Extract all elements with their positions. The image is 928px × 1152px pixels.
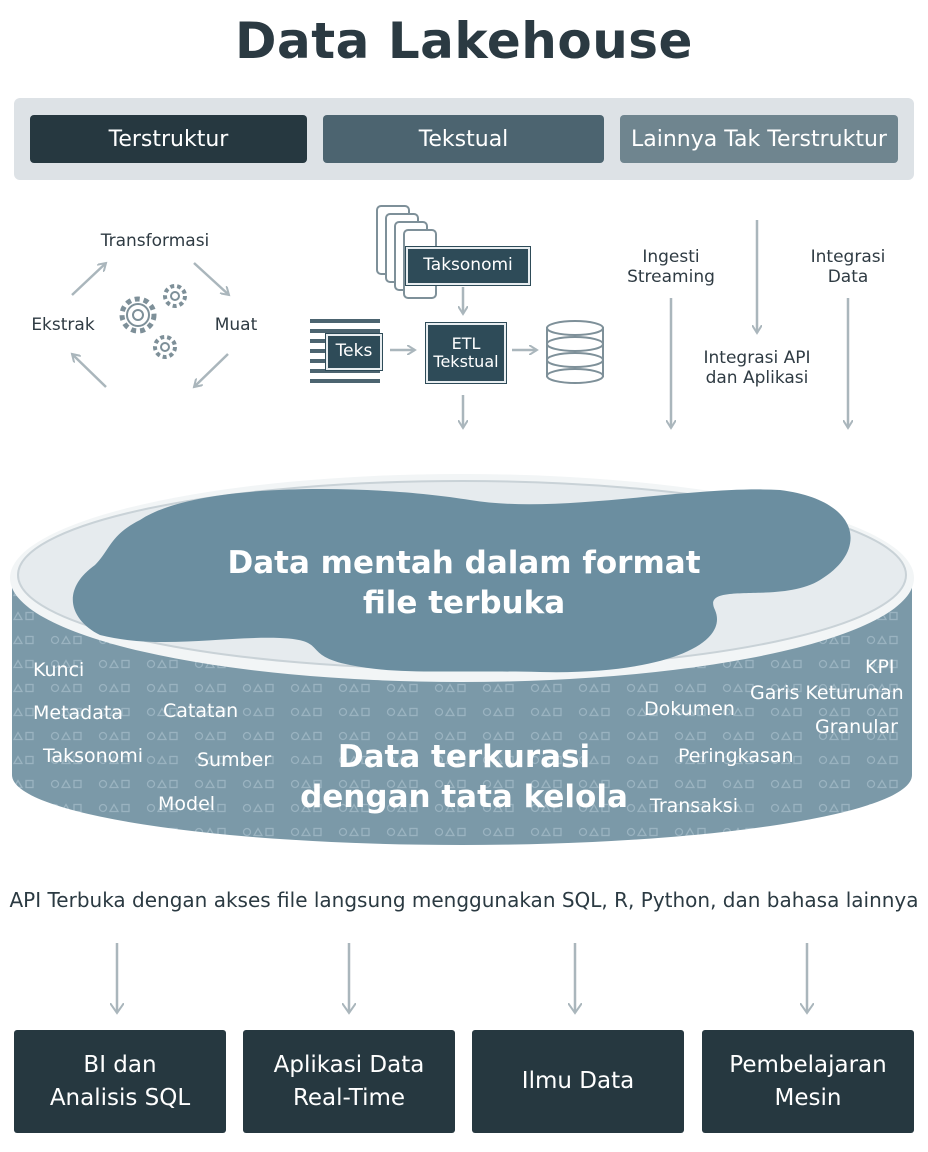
api-integration-label: Integrasi API dan Aplikasi — [686, 348, 828, 389]
curated-data-label: Data terkurasi dengan tata kelola — [264, 737, 664, 818]
open-api-text: API Terbuka dengan akses file langsung m… — [9, 888, 919, 912]
etl-extract-label: Ekstrak — [31, 315, 95, 335]
lake-cylinder — [10, 474, 914, 845]
etl-arrow-1 — [71, 263, 106, 296]
textual-etl-box: ETL Tekstual — [426, 323, 506, 383]
tag-lineage: Garis Keturunan — [750, 682, 904, 704]
output-realtime-apps-line2: Real-Time — [292, 1084, 406, 1111]
etl-arrow-4 — [72, 354, 107, 388]
tag-granular: Granular — [815, 716, 898, 738]
etl-transform-label: Transformasi — [100, 231, 210, 251]
output-machine-learning-line2: Mesin — [774, 1084, 842, 1111]
etl-load-label: Muat — [214, 315, 258, 335]
tag-documents: Dokumen — [644, 698, 735, 720]
tag-summarization: Peringkasan — [678, 745, 794, 767]
type-unstructured: Lainnya Tak Terstruktur — [620, 115, 898, 163]
etl-arrow-2 — [193, 262, 229, 295]
page-title: Data Lakehouse — [235, 12, 693, 70]
streaming-ingest-line2: Streaming — [627, 267, 715, 288]
database-icon — [546, 320, 604, 384]
data-integration-label: Integrasi Data — [790, 247, 906, 288]
etl-arrow-3 — [194, 353, 229, 387]
streaming-ingest-label: Ingesti Streaming — [600, 247, 742, 288]
data-integration-line2: Data — [827, 267, 869, 288]
textual-etl-line2: Tekstual — [433, 352, 499, 371]
text-lines-icon — [310, 319, 380, 383]
output-machine-learning-line1: Pembelajaran — [729, 1052, 887, 1079]
output-realtime-apps-line1: Aplikasi Data — [273, 1052, 425, 1079]
tag-metadata: Metadata — [33, 702, 123, 724]
raw-data-label: Data mentah dalam format file terbuka — [214, 543, 714, 624]
output-data-science-line1: Ilmu Data — [521, 1068, 635, 1095]
taxonomy-box: Taksonomi — [406, 247, 530, 285]
textual-etl-line1: ETL — [451, 333, 481, 353]
raw-data-line1: Data mentah dalam format — [227, 545, 701, 581]
tag-key: Kunci — [33, 659, 85, 681]
type-structured: Terstruktur — [30, 115, 307, 163]
curated-data-line1: Data terkurasi — [337, 739, 591, 775]
tag-transactions: Transaksi — [650, 795, 739, 817]
ingestion-graphics — [0, 205, 928, 440]
text-box: Teks — [326, 334, 382, 370]
tag-notes: Catatan — [163, 700, 239, 722]
output-data-science: Ilmu Data — [472, 1030, 684, 1133]
streaming-ingest-line1: Ingesti — [642, 247, 700, 267]
lake-water — [72, 488, 851, 673]
gears-icon — [119, 284, 187, 359]
api-integration-line2: dan Aplikasi — [705, 368, 809, 389]
output-bi-sql-line2: Analisis SQL — [49, 1084, 191, 1111]
type-textual: Tekstual — [323, 115, 604, 163]
curated-data-line2: dengan tata kelola — [300, 779, 628, 816]
tag-model: Model — [158, 793, 216, 815]
tag-source: Sumber — [197, 749, 272, 771]
tag-kpi: KPI — [865, 656, 895, 678]
data-integration-line1: Integrasi — [810, 247, 886, 267]
output-bi-sql-line1: BI dan — [83, 1052, 157, 1079]
tag-taxonomy: Taksonomi — [43, 745, 144, 767]
raw-data-line2: file terbuka — [362, 585, 566, 622]
api-integration-line1: Integrasi API — [703, 348, 811, 368]
output-arrows — [0, 943, 928, 1025]
